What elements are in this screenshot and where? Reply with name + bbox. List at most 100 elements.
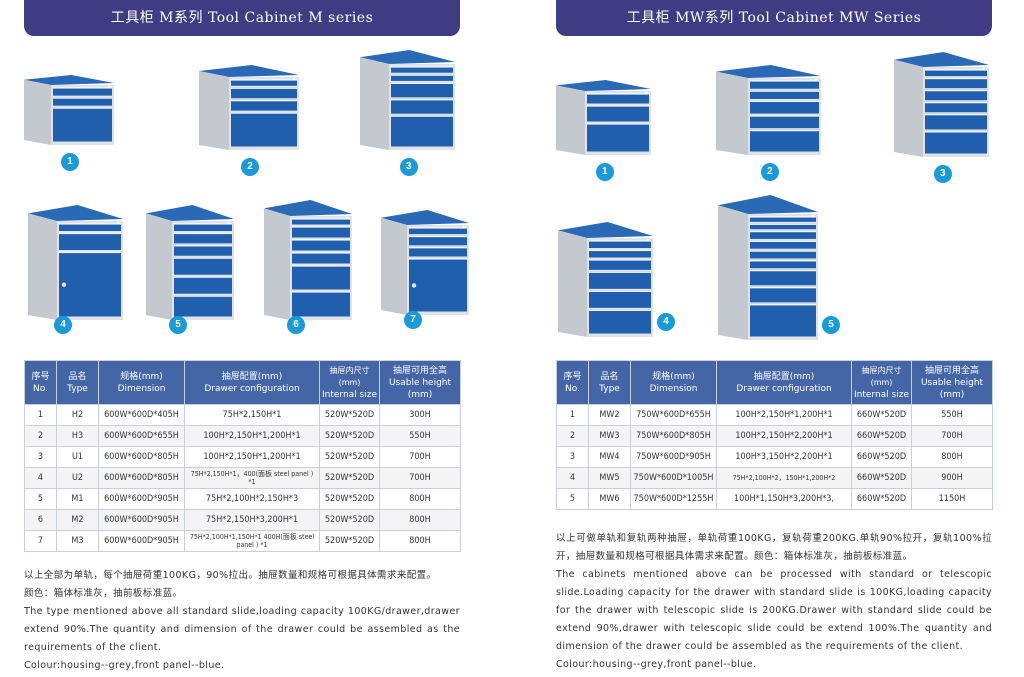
cell-no: 4 xyxy=(556,467,589,489)
lock-icon xyxy=(227,221,231,225)
cell-type: MW6 xyxy=(588,488,631,510)
cabinet-top xyxy=(718,195,818,214)
cell-internal: 520W*520D xyxy=(319,488,380,510)
drawer xyxy=(750,230,816,239)
drawer xyxy=(174,295,232,317)
m-series-notes: 以上全部为单轨，每个抽屉荷重100KG，90%拉出。抽屉数量和规格可根据具体需求… xyxy=(24,567,460,675)
cabinet-side xyxy=(146,213,172,320)
header-en: No. xyxy=(33,383,48,394)
cell-internal: 520W*520D xyxy=(319,467,380,489)
cabinet-top xyxy=(894,52,989,67)
cell-no: 1 xyxy=(24,404,57,426)
cabinet-top xyxy=(360,50,455,64)
drawer xyxy=(750,250,816,259)
cabinet-top xyxy=(558,222,653,238)
cabinet-number-badge: 4 xyxy=(657,313,675,331)
drawer-handle xyxy=(409,227,467,229)
note-cn-1: 以上全部为单轨，每个抽屉荷重100KG，90%拉出。抽屉数量和规格可根据具体需求… xyxy=(24,570,437,581)
drawer xyxy=(174,276,232,294)
drawer xyxy=(391,82,453,98)
cabinet-side xyxy=(24,79,51,145)
cabinet-top xyxy=(199,65,299,77)
cell-config: 75H*2,100H*1,150H*1 400H(面板 steel panel … xyxy=(184,530,320,552)
cabinet-number-badge: 2 xyxy=(241,158,259,176)
cell-no: 1 xyxy=(556,404,589,426)
drawer-handle xyxy=(750,223,816,225)
drawer xyxy=(59,223,121,231)
cell-type: H3 xyxy=(56,425,99,447)
drawer-handle xyxy=(391,66,453,68)
cabinet-top xyxy=(146,205,234,221)
cabinet-mw-2: 2 xyxy=(716,65,821,181)
cell-config: 100H*2,150H*1,200H*1 xyxy=(716,404,852,426)
cell-config: 75H*2,100H*2，150H*1,200H*2 xyxy=(716,467,852,489)
cell-dim: 750W*600D*805H xyxy=(630,425,717,447)
lock-icon xyxy=(61,282,67,287)
drawer-handle xyxy=(589,309,651,311)
cell-internal: 660W*520D xyxy=(851,446,912,468)
cell-height: 550H xyxy=(379,425,461,447)
drawer xyxy=(925,89,987,101)
cell-config: 75H*2,150H*1 xyxy=(184,404,320,426)
cell-dim: 600W*600D*905H xyxy=(98,488,185,510)
cell-dim: 600W*600D*905H xyxy=(98,530,185,552)
cell-internal: 520W*520D xyxy=(319,446,380,468)
drawer xyxy=(174,244,232,256)
cabinet-m-1: 1 xyxy=(24,75,114,171)
drawer-handle xyxy=(292,291,350,293)
note-cn-1: 以上可做单轨和复轨两种抽屉，单轨荷重100KG，复轨荷重200KG.单轨90%拉… xyxy=(556,533,992,562)
drawer-handle xyxy=(750,259,816,262)
drawer-handle xyxy=(174,232,232,235)
drawer-handle xyxy=(174,295,232,297)
cell-no: 5 xyxy=(556,488,589,510)
drawer xyxy=(750,129,819,152)
table-header-cell: 规格(mm)Dimension xyxy=(630,360,717,405)
drawer xyxy=(750,303,816,337)
drawer-handle xyxy=(59,223,121,225)
drawer xyxy=(589,271,651,289)
drawer xyxy=(750,216,816,222)
drawer xyxy=(174,223,232,231)
drawer-handle xyxy=(589,271,651,273)
cabinet-drawing xyxy=(28,205,123,320)
cabinet-side xyxy=(199,71,229,150)
cell-no: 2 xyxy=(556,425,589,447)
cell-dim: 750W*600D*655H xyxy=(630,404,717,426)
cell-internal: 520W*520D xyxy=(319,404,380,426)
cabinet-drawing xyxy=(556,80,651,155)
cell-dim: 600W*600D*405H xyxy=(98,404,185,426)
drawer xyxy=(925,130,987,154)
header-cn: 抽屉配置(mm) xyxy=(753,371,815,382)
cell-no: 2 xyxy=(24,425,57,447)
drawer-handle xyxy=(587,105,649,107)
drawer xyxy=(925,113,987,130)
cabinet-drawing xyxy=(381,210,469,315)
cell-config: 100H*2,150H*1,200H*1 xyxy=(184,446,320,468)
header-en: Drawer configuration xyxy=(204,383,300,394)
cell-height: 700H xyxy=(379,467,461,489)
cell-config: 75H*2,150H*1，400(面板 steel panel ) *1 xyxy=(184,467,320,489)
cell-internal: 660W*520D xyxy=(851,404,912,426)
header-cn: 规格(mm) xyxy=(120,371,163,382)
drawer xyxy=(750,269,816,286)
cell-type: MW5 xyxy=(588,467,631,489)
cell-height: 800H xyxy=(911,446,993,468)
cell-height: 1150H xyxy=(911,488,993,510)
drawer xyxy=(174,232,232,244)
drawer-handle xyxy=(292,239,350,241)
cabinet-number-badge: 7 xyxy=(404,311,422,329)
lock-icon xyxy=(462,225,466,229)
drawer-handle xyxy=(750,129,819,132)
drawer-handle xyxy=(925,69,987,71)
drawer-handle xyxy=(174,276,232,278)
drawer-handle xyxy=(750,90,819,92)
drawer-handle xyxy=(292,218,350,220)
drawer-handle xyxy=(174,257,232,259)
